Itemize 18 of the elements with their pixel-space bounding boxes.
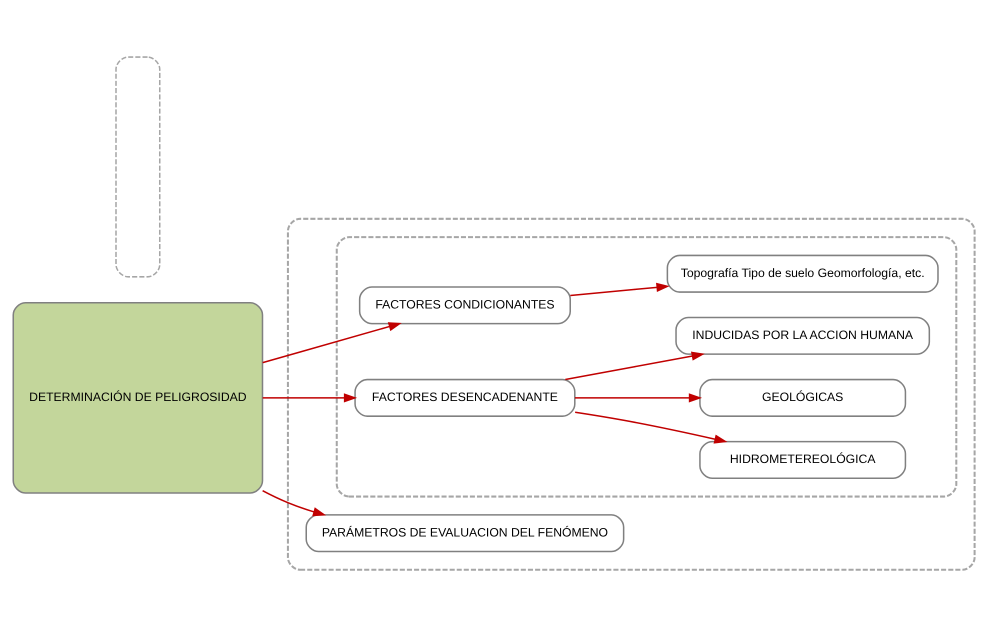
cluster (286, 218, 976, 571)
arrow (262, 490, 326, 516)
node-box: INDUCIDAS POR LA ACCION HUMANA (674, 316, 930, 355)
node-box: FACTORES DESENCADENANTE (354, 378, 576, 417)
cluster (335, 236, 957, 498)
node-box (114, 56, 160, 278)
arrow (574, 393, 702, 402)
node-box: HIDROMETEREOLÓGICA (698, 440, 906, 479)
arrow (262, 322, 402, 364)
node-box: PARÁMETROS DE EVALUACION DEL FENÓMENO (304, 514, 624, 552)
node-box: FACTORES CONDICIONANTES (358, 286, 570, 324)
arrow (574, 411, 727, 444)
arrow (570, 282, 670, 296)
node-box: GEOLÓGICAS (698, 378, 906, 417)
node-box: DETERMINACIÓN DE PELIGROSIDAD (12, 302, 263, 494)
node-box: Topografía Tipo de suelo Geomorfología, etc. (666, 254, 938, 293)
arrow (262, 393, 357, 402)
arrow (564, 352, 704, 380)
